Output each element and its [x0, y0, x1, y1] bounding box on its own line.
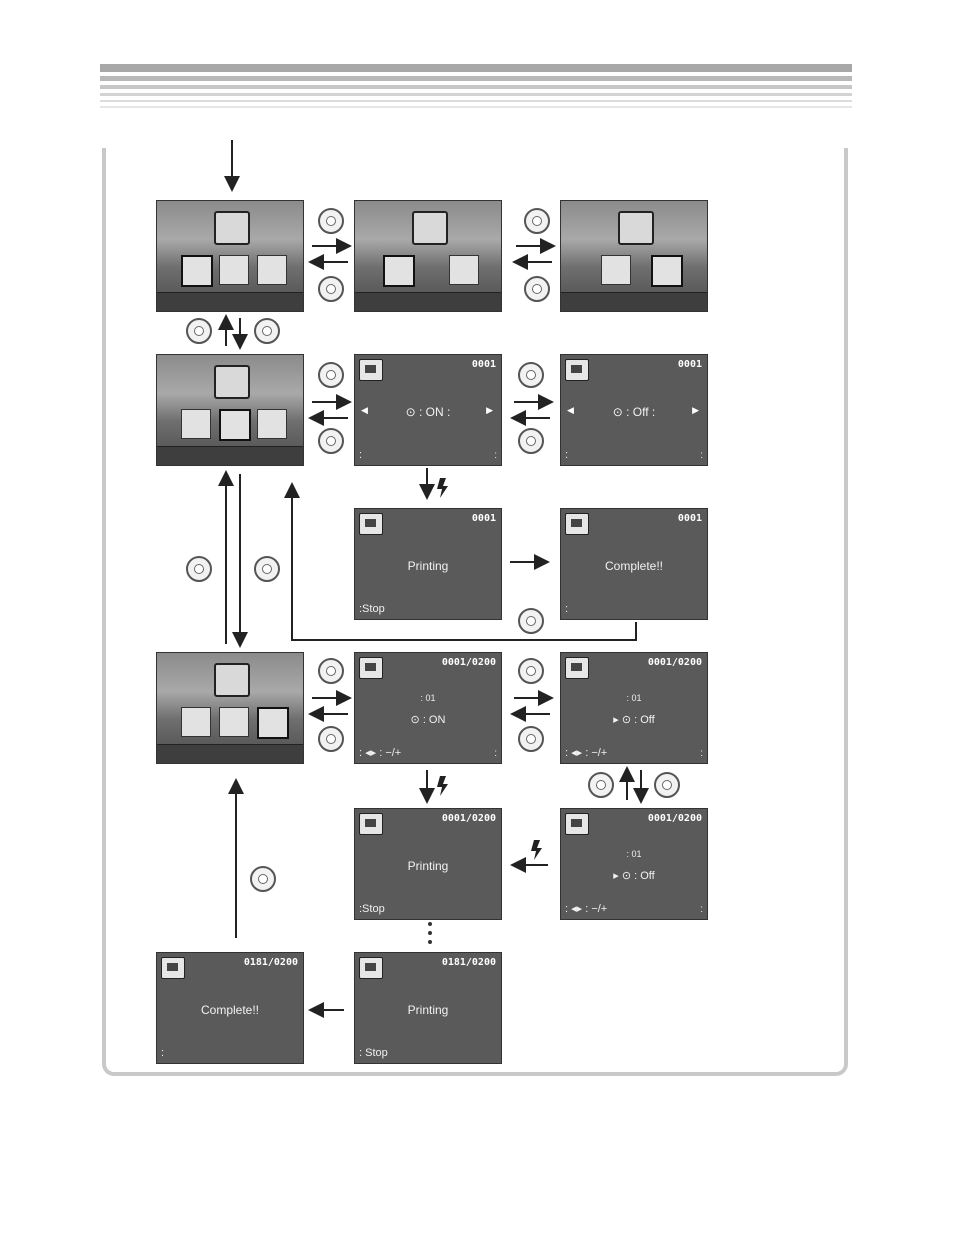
printer-icon: [412, 211, 448, 245]
chevron-right-icon: ▶: [486, 405, 493, 415]
print-hint: :: [494, 748, 497, 759]
controls-hint: : ◂▸ : −/+: [565, 903, 608, 915]
status-text: Printing: [407, 859, 449, 873]
frame-counter: 0001: [471, 359, 496, 370]
frame-counter: 0181/0200: [441, 957, 496, 968]
printing-all-last-screen: 0181/0200 Printing : Stop: [354, 952, 502, 1064]
date-setting: ▸ ⊙ : Off: [613, 870, 655, 882]
chevron-left-icon: ◀: [361, 405, 368, 415]
printing-all-screen: 0001/0200 Printing :Stop: [354, 808, 502, 920]
frame-counter: 0001/0200: [441, 813, 496, 824]
printer-icon: [214, 365, 250, 399]
nav-button-icon: [524, 276, 550, 302]
print-confirm-off-screen: 0001 ◀ ▶ ⊙ : Off : : :: [560, 354, 708, 466]
nav-button-icon: [254, 556, 280, 582]
date-setting: ⊙ : ON :: [405, 405, 451, 419]
print-all-off-screen-2: 0001/0200 : 01 ▸ ⊙ : Off : ◂▸ : −/+ :: [560, 808, 708, 920]
status-text: Printing: [407, 559, 449, 573]
nav-button-icon: [588, 772, 614, 798]
print-hint: :: [494, 450, 497, 461]
nav-button-icon: [318, 276, 344, 302]
copies-setting: : 01: [420, 693, 436, 703]
menu-screen-photo: [156, 200, 304, 312]
date-setting: ⊙ : ON: [410, 714, 446, 726]
printer-icon: [359, 513, 383, 535]
status-text: Complete!!: [200, 1003, 260, 1017]
printer-icon: [565, 813, 589, 835]
menu-screen-photo: [354, 200, 502, 312]
header-stripes: [100, 64, 852, 124]
printer-icon: [214, 663, 250, 697]
nav-button-icon: [518, 362, 544, 388]
nav-button-icon: [318, 362, 344, 388]
status-text: Complete!!: [604, 559, 664, 573]
nav-button-icon: [518, 428, 544, 454]
frame-counter: 0001/0200: [647, 813, 702, 824]
print-hint: :: [700, 904, 703, 915]
copies-setting: : 01: [626, 693, 642, 703]
printer-icon: [161, 957, 185, 979]
print-confirm-on-screen: 0001 ◀ ▶ ⊙ : ON : : :: [354, 354, 502, 466]
printer-icon: [214, 211, 250, 245]
nav-button-icon: [186, 318, 212, 344]
printer-icon: [359, 657, 383, 679]
print-hint: :: [700, 450, 703, 461]
frame-counter: 0181/0200: [243, 957, 298, 968]
print-all-on-screen: 0001/0200 : 01 ⊙ : ON : ◂▸ : −/+ :: [354, 652, 502, 764]
diagram-frame: [102, 148, 848, 1076]
nav-button-icon: [186, 556, 212, 582]
print-hint: :: [700, 748, 703, 759]
frame-counter: 0001: [677, 513, 702, 524]
complete-single-screen: 0001 Complete!! :: [560, 508, 708, 620]
menu-screen-photo: [156, 354, 304, 466]
printer-icon: [565, 359, 589, 381]
printer-icon: [565, 513, 589, 535]
complete-all-screen: 0181/0200 Complete!! :: [156, 952, 304, 1064]
nav-button-icon: [524, 208, 550, 234]
nav-button-icon: [518, 658, 544, 684]
nav-button-icon: [250, 866, 276, 892]
printer-icon: [359, 957, 383, 979]
cancel-hint: :: [359, 449, 363, 461]
status-text: Printing: [407, 1003, 449, 1017]
printer-icon: [618, 211, 654, 245]
cancel-hint: :: [565, 449, 569, 461]
print-all-off-screen: 0001/0200 : 01 ▸ ⊙ : Off : ◂▸ : −/+ :: [560, 652, 708, 764]
date-setting: ▸ ⊙ : Off: [613, 714, 655, 726]
return-hint: :: [161, 1047, 165, 1059]
flash-icon: [437, 478, 542, 860]
printer-icon: [359, 813, 383, 835]
nav-button-icon: [318, 208, 344, 234]
stop-hint: :Stop: [359, 603, 385, 615]
chevron-right-icon: ▶: [692, 405, 699, 415]
return-hint: :: [565, 603, 569, 615]
nav-button-icon: [654, 772, 680, 798]
stop-hint: : Stop: [359, 1047, 388, 1059]
menu-screen-photo: [560, 200, 708, 312]
nav-button-icon: [318, 726, 344, 752]
nav-button-icon: [318, 428, 344, 454]
printing-single-screen: 0001 Printing :Stop: [354, 508, 502, 620]
printer-icon: [565, 657, 589, 679]
chevron-left-icon: ◀: [567, 405, 574, 415]
menu-screen-photo: [156, 652, 304, 764]
date-setting: ⊙ : Off :: [612, 405, 656, 419]
nav-button-icon: [318, 658, 344, 684]
controls-hint: : ◂▸ : −/+: [565, 747, 608, 759]
nav-button-icon: [518, 726, 544, 752]
frame-counter: 0001: [677, 359, 702, 370]
printer-icon: [359, 359, 383, 381]
frame-counter: 0001/0200: [441, 657, 496, 668]
controls-hint: : ◂▸ : −/+: [359, 747, 402, 759]
frame-counter: 0001/0200: [647, 657, 702, 668]
nav-button-icon: [518, 608, 544, 634]
continuation-dots: [428, 922, 432, 948]
copies-setting: : 01: [626, 849, 642, 859]
stop-hint: :Stop: [359, 903, 385, 915]
frame-counter: 0001: [471, 513, 496, 524]
nav-button-icon: [254, 318, 280, 344]
